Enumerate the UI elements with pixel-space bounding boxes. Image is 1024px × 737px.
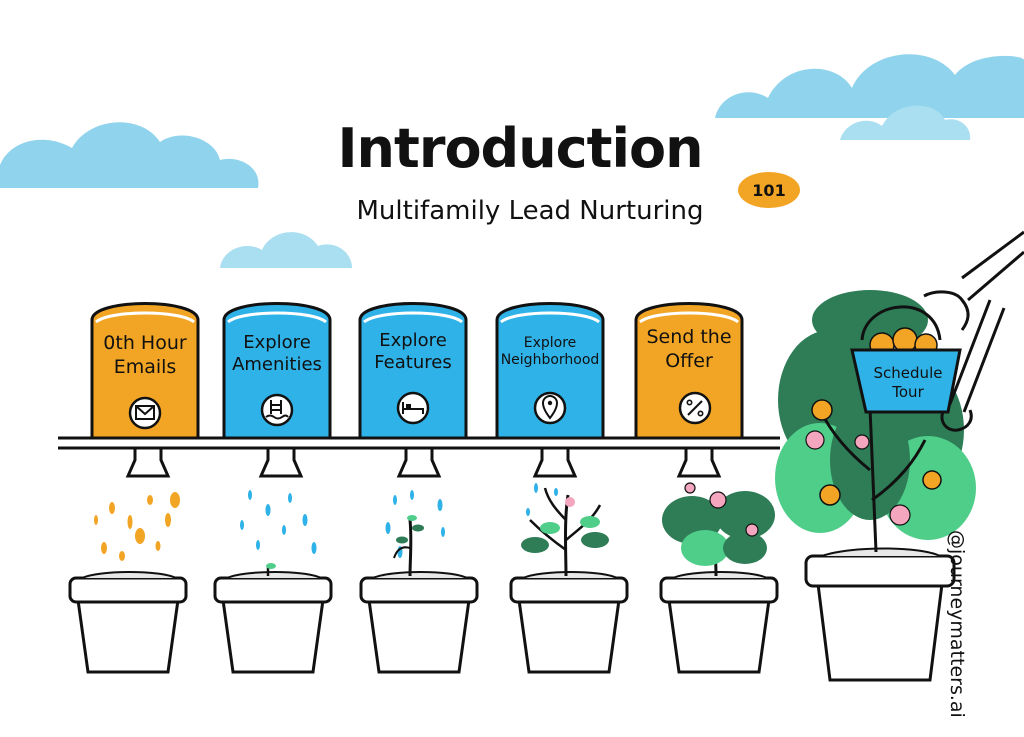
basket-icon [850,305,962,414]
tank-4 [495,302,605,440]
badge-101: 101 [738,172,800,208]
hand-arm [923,230,1024,432]
bed-icon [396,391,430,425]
pot-5 [659,571,779,674]
flowering-bush [662,482,775,577]
orange-tree [775,290,976,553]
pot-2 [213,571,333,674]
step-label-explore-neighborhood: Explore Neighborhood [500,334,600,369]
nozzles [125,446,722,478]
tank-1 [90,302,200,440]
location-pin-icon [533,391,567,425]
tank-5 [634,302,744,440]
credit-text: @journeymatters.ai [946,530,968,718]
step-label-send-the-offer: Send the Offer [646,326,732,372]
envelope-icon [128,396,162,430]
tank-2 [222,302,332,440]
orange-drops [94,492,180,561]
page-subtitle: Multifamily Lead Nurturing [356,196,704,226]
cloud-right [715,54,1024,140]
young-plant [521,487,609,577]
pot-1 [68,571,188,674]
tank-3 [358,302,468,440]
step-label-explore-features: Explore Features [374,329,452,374]
step-label-0th-hour-emails: 0th Hour Emails [103,332,187,378]
seedling [393,515,424,577]
pool-ladder-icon [260,393,294,427]
sprout [266,563,276,576]
cloud-left [0,122,352,268]
pot-3 [359,571,479,674]
pot-4 [509,571,629,674]
percent-icon [678,391,712,425]
blue-drops [240,483,558,558]
step-label-explore-amenities: Explore Amenities [232,331,322,376]
pot-6 [804,547,956,682]
step-label-schedule-tour: Schedule Tour [873,364,943,401]
page-title: Introduction [337,117,703,180]
